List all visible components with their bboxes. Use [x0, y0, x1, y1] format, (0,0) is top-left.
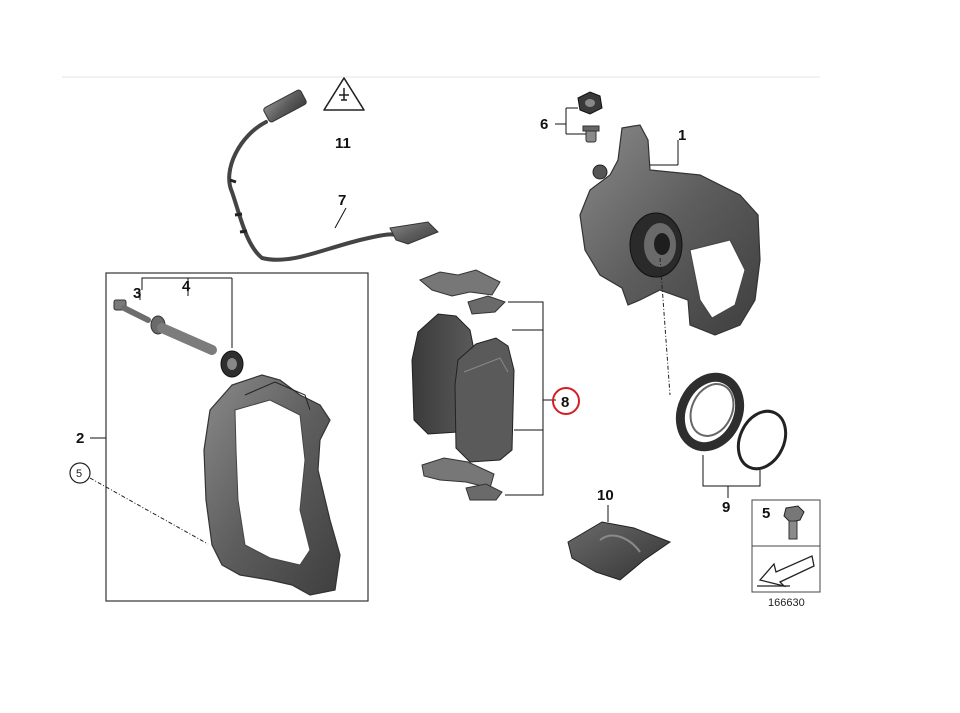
highlight-circle	[552, 387, 580, 415]
label-2: 2	[76, 430, 84, 447]
label-11: 11	[335, 135, 351, 152]
label-8: 8	[561, 394, 569, 411]
replace-arrow-icon	[757, 555, 815, 588]
label-7: 7	[338, 192, 346, 209]
label-5-box: 5	[762, 505, 770, 522]
label-9: 9	[722, 499, 730, 516]
label-1: 1	[678, 127, 686, 144]
label-4: 4	[182, 278, 191, 295]
brake-pads-part-8	[411, 269, 515, 501]
brake-wear-sensor	[227, 89, 439, 262]
carrier-group-box	[105, 272, 369, 602]
bolt-icon	[783, 505, 805, 540]
circle-marker-5	[69, 462, 91, 484]
label-3: 3	[133, 285, 141, 302]
guide-pin-part-4	[150, 315, 244, 378]
bleeder-screw-part-6	[577, 91, 603, 143]
label-5-circled: 5	[76, 468, 82, 480]
label-10: 10	[597, 487, 614, 504]
grease-packet-part-10	[567, 521, 672, 581]
bolt-part-3	[113, 299, 151, 323]
label-6: 6	[540, 116, 548, 133]
seal-kit-part-9	[675, 372, 788, 471]
caliper-carrier-part-2	[203, 374, 341, 596]
brake-caliper-part-1	[579, 124, 761, 336]
warning-triangle-icon	[323, 77, 365, 111]
bolt-replace-box	[751, 499, 821, 593]
reference-number: 166630	[768, 597, 805, 609]
